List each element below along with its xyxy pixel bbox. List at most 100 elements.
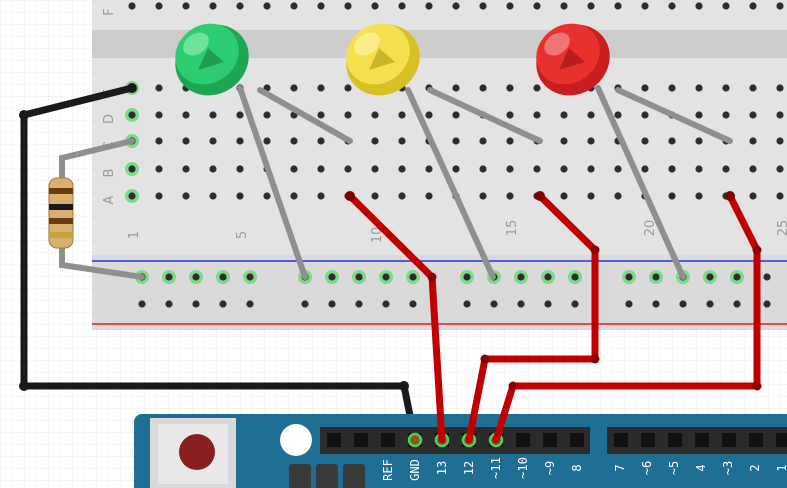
breadboard-hole	[155, 165, 163, 173]
breadboard-hole	[355, 273, 363, 281]
pin-label-7: 7	[613, 464, 627, 471]
pin-label-11: ~11	[489, 457, 503, 479]
header-pin	[722, 433, 736, 447]
breadboard-hole	[192, 300, 200, 308]
breadboard-hole	[209, 165, 217, 173]
breadboard-hole	[398, 2, 406, 10]
resistor-leads	[59, 138, 145, 280]
breadboard-hole	[317, 111, 325, 119]
pin-label-6: ~6	[640, 461, 654, 475]
breadboard-hole	[571, 300, 579, 308]
breadboard-hole	[749, 111, 757, 119]
breadboard-hole	[290, 137, 298, 145]
breadboard-hole	[695, 2, 703, 10]
breadboard-hole	[506, 192, 514, 200]
breadboard-hole	[182, 111, 190, 119]
red-led	[536, 23, 610, 96]
breadboard-hole	[479, 137, 487, 145]
breadboard-hole	[192, 273, 200, 281]
breadboard-hole	[398, 111, 406, 119]
breadboard-hole	[587, 2, 595, 10]
breadboard-hole	[290, 165, 298, 173]
breadboard-hole	[776, 137, 784, 145]
breadboard-hole	[128, 192, 136, 200]
arduino-board: REF GND 13 12 ~11 ~10 ~9 8 7 ~6 ~5 4 ~3 …	[134, 414, 787, 488]
green-led	[175, 23, 249, 96]
header-pin	[381, 433, 395, 447]
breadboard-hole	[722, 111, 730, 119]
breadboard-hole	[290, 2, 298, 10]
header-pin	[641, 433, 655, 447]
breadboard-hole	[165, 300, 173, 308]
header-pin	[570, 433, 584, 447]
breadboard-hole	[317, 2, 325, 10]
reset-button[interactable]	[179, 434, 215, 470]
breadboard-hole	[506, 137, 514, 145]
header-pin	[327, 433, 341, 447]
breadboard-hole	[641, 111, 649, 119]
breadboard-hole	[182, 2, 190, 10]
breadboard-hole	[463, 300, 471, 308]
breadboard-hole	[614, 111, 622, 119]
breadboard-hole	[587, 192, 595, 200]
breadboard-hole	[155, 84, 163, 92]
breadboard-hole	[290, 192, 298, 200]
header-pins	[327, 432, 787, 448]
breadboard-hole	[776, 84, 784, 92]
breadboard-hole	[344, 165, 352, 173]
breadboard-hole	[749, 192, 757, 200]
breadboard-hole	[668, 192, 676, 200]
breadboard-hole	[706, 273, 714, 281]
breadboard-hole	[652, 300, 660, 308]
col-label-1: 1	[127, 231, 142, 239]
breadboard-hole	[614, 192, 622, 200]
breadboard-hole	[571, 273, 579, 281]
breadboard-hole	[668, 84, 676, 92]
breadboard-hole	[371, 111, 379, 119]
row-label-a: A	[102, 195, 117, 204]
breadboard-hole	[246, 300, 254, 308]
row-label-d: D	[102, 114, 117, 124]
breadboard-hole	[533, 111, 541, 119]
col-label-15: 15	[505, 220, 520, 237]
breadboard-hole	[544, 273, 552, 281]
breadboard-hole	[587, 165, 595, 173]
breadboard-hole	[749, 137, 757, 145]
breadboard-hole	[382, 300, 390, 308]
pin-label-10: ~10	[516, 457, 530, 479]
breadboard-hole	[236, 137, 244, 145]
breadboard-hole	[236, 2, 244, 10]
pin-label-9: ~9	[543, 461, 557, 475]
resistor-band-1	[49, 188, 73, 194]
breadboard-hole	[506, 84, 514, 92]
breadboard-hole	[236, 165, 244, 173]
breadboard-hole	[668, 137, 676, 145]
power-rail-area	[92, 255, 787, 330]
breadboard-hole	[452, 2, 460, 10]
breadboard-hole	[328, 300, 336, 308]
breadboard-hole	[165, 273, 173, 281]
breadboard-hole	[128, 2, 136, 10]
breadboard-hole	[695, 84, 703, 92]
breadboard-hole	[763, 273, 771, 281]
breadboard-hole	[398, 137, 406, 145]
pin-label-ref: REF	[381, 459, 395, 481]
breadboard-hole	[425, 192, 433, 200]
mounting-hole	[280, 424, 312, 456]
breadboard-hole	[371, 137, 379, 145]
header-pin	[516, 433, 530, 447]
breadboard-hole	[317, 84, 325, 92]
breadboard-hole	[155, 192, 163, 200]
breadboard-hole	[668, 165, 676, 173]
breadboard-hole	[641, 2, 649, 10]
resistor-band-2	[49, 204, 73, 210]
breadboard-hole	[722, 165, 730, 173]
breadboard-hole	[625, 300, 633, 308]
resistor-band-4	[49, 232, 73, 238]
breadboard-hole	[209, 137, 217, 145]
breadboard-hole	[263, 2, 271, 10]
breadboard-hole	[490, 300, 498, 308]
header-pin	[543, 433, 557, 447]
breadboard-hole	[290, 84, 298, 92]
resistor	[48, 177, 74, 249]
